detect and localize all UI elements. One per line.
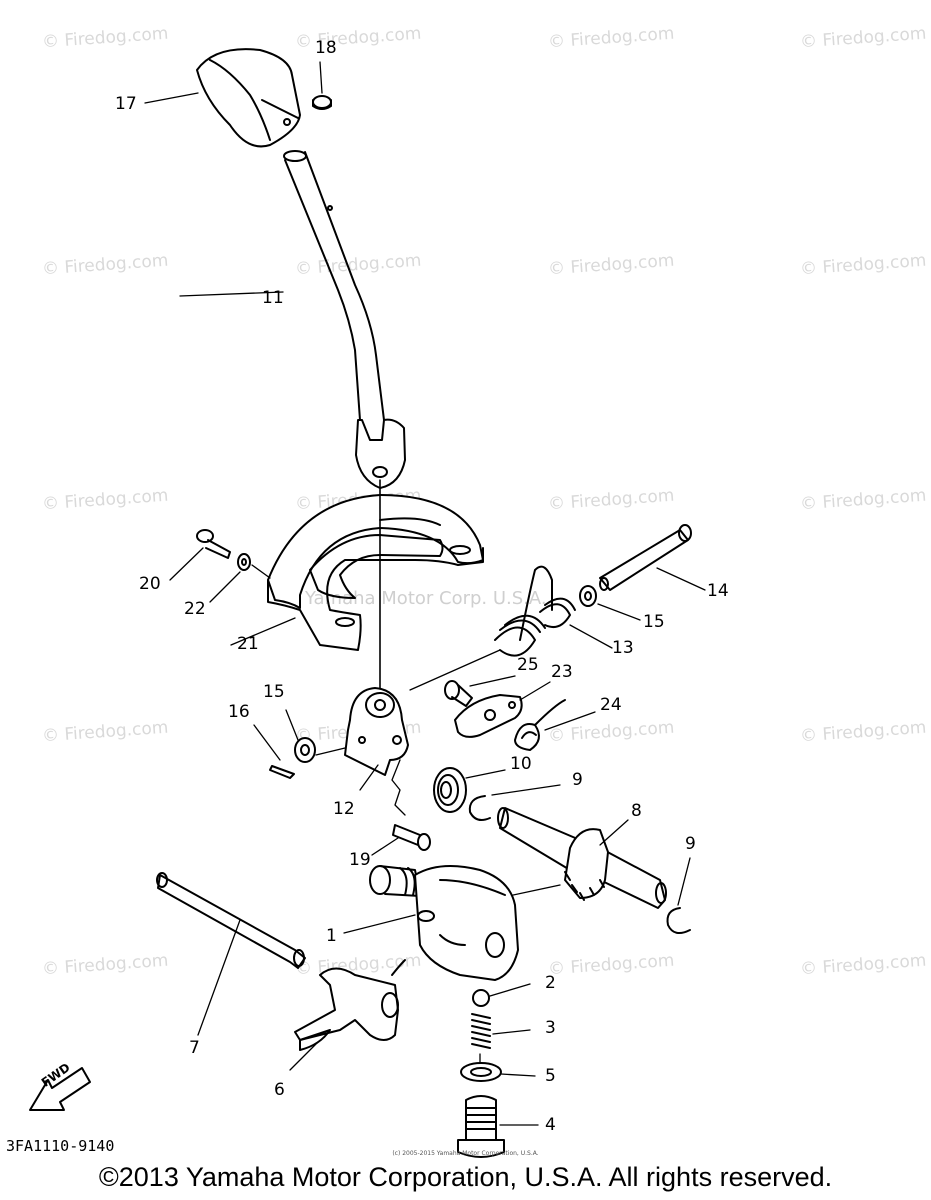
part-label: 3: [545, 1018, 556, 1038]
shift-shaft-part: [497, 807, 667, 909]
faint-watermark: Yamaha Motor Corp. U.S.A.: [305, 588, 547, 609]
part-label: 14: [707, 581, 729, 601]
washer-part: [460, 1062, 502, 1082]
circlip-part: [468, 795, 491, 821]
part-label: 17: [115, 94, 137, 114]
bolt-part: [444, 680, 473, 707]
part-label: 1: [326, 926, 337, 946]
bolt-part: [392, 824, 431, 851]
shift-drum-part: [369, 865, 519, 981]
part-label: 20: [139, 574, 161, 594]
part-label: 23: [551, 662, 573, 682]
stopper-lever-part: [454, 694, 523, 738]
shift-fork-part: [294, 959, 406, 1051]
spring-part: [514, 699, 566, 751]
spring-part: [471, 1013, 491, 1049]
part-label: 4: [545, 1115, 556, 1135]
part-label: 9: [685, 834, 696, 854]
shift-guide-part: [267, 494, 484, 651]
circlip-part: [666, 907, 691, 935]
guide-bar-part: [156, 872, 306, 969]
oil-seal-part: [433, 767, 467, 813]
shift-knob-part: [196, 48, 301, 148]
washer-part: [294, 737, 316, 763]
small-copyright: (c) 2005-2015 Yamaha Motor Corporation, …: [392, 1150, 539, 1157]
shift-arm-part: [344, 687, 409, 776]
part-label: 24: [600, 695, 622, 715]
part-label: 12: [333, 799, 355, 819]
washer-part: [579, 585, 597, 607]
part-label: 22: [184, 599, 206, 619]
part-label: 5: [545, 1066, 556, 1086]
forward-arrow-icon: [29, 1067, 91, 1111]
shift-lever-part: [283, 150, 406, 489]
part-label: 11: [262, 288, 284, 308]
part-label: 10: [510, 754, 532, 774]
part-label: 18: [315, 38, 337, 58]
part-label: 15: [263, 682, 285, 702]
part-label: 7: [189, 1038, 200, 1058]
plug-bolt-part: [457, 1095, 505, 1158]
part-label: 16: [228, 702, 250, 722]
part-label: 8: [631, 801, 642, 821]
cotter-pin-part: [269, 765, 295, 779]
knob-pin-part: [312, 95, 332, 110]
torsion-spring-part: [494, 565, 576, 657]
ball-part: [472, 989, 490, 1007]
pin-part: [599, 524, 692, 591]
part-label: 21: [237, 634, 259, 654]
part-label: 15: [643, 612, 665, 632]
part-label: 9: [572, 770, 583, 790]
bolt-part: [196, 529, 231, 559]
part-label: 13: [612, 638, 634, 658]
diagram-code: 3FA1110-9140: [6, 1137, 115, 1155]
part-label: 19: [349, 850, 371, 870]
part-label: 6: [274, 1080, 285, 1100]
washer-part: [237, 553, 251, 571]
copyright-notice: ©2013 Yamaha Motor Corporation, U.S.A. A…: [98, 1162, 833, 1192]
part-label: 2: [545, 973, 556, 993]
part-label: 25: [517, 655, 539, 675]
